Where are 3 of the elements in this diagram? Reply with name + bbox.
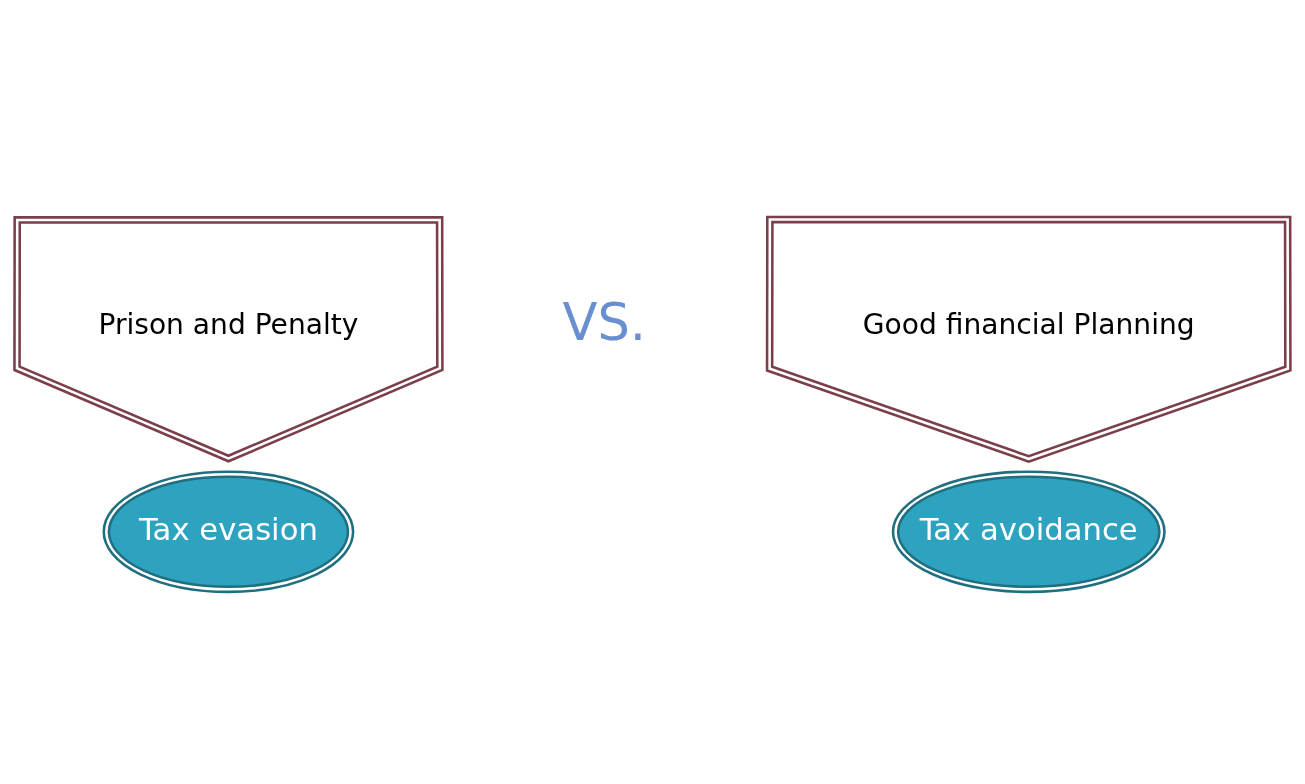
node-ellipse: Tax evasion bbox=[102, 470, 355, 594]
node-ellipse: Tax avoidance bbox=[891, 470, 1166, 594]
label: VS. bbox=[562, 292, 647, 352]
